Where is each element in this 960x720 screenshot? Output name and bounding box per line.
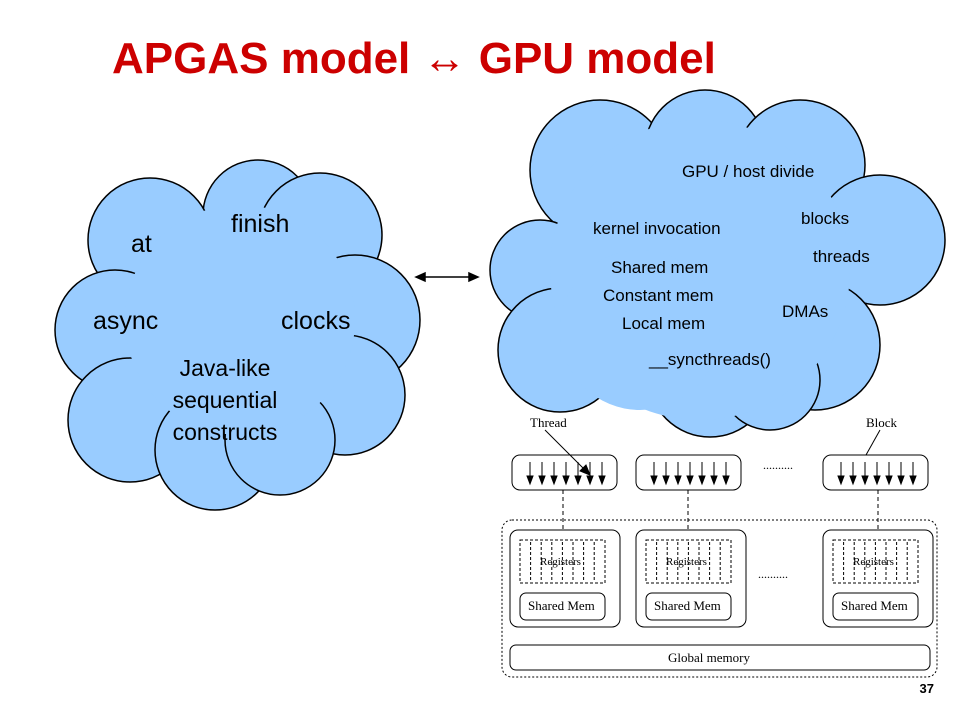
global-memory-label: Global memory bbox=[668, 650, 750, 665]
diagram-dots-mid: .......... bbox=[758, 567, 788, 581]
left-cloud bbox=[54, 159, 421, 511]
label-gpu-host-divide: GPU / host divide bbox=[682, 162, 815, 181]
thread-arrow-head bbox=[710, 475, 718, 486]
thread-arrow-head bbox=[837, 475, 845, 486]
label-threads: threads bbox=[813, 247, 870, 266]
thread-arrow-head bbox=[674, 475, 682, 486]
thread-arrow-head bbox=[873, 475, 881, 486]
diagram-thread-label: Thread bbox=[530, 415, 567, 430]
label-kernel-invocation: kernel invocation bbox=[593, 219, 721, 238]
thread-arrow-head bbox=[538, 475, 546, 486]
label-shared-mem: Shared mem bbox=[611, 258, 709, 277]
registers-label-1: Registers bbox=[540, 556, 581, 568]
shared-mem-label-3: Shared Mem bbox=[841, 598, 908, 613]
thread-arrow-head bbox=[526, 475, 534, 486]
thread-arrow-head bbox=[662, 475, 670, 486]
thread-arrow-head bbox=[909, 475, 917, 486]
label-dmas: DMAs bbox=[782, 302, 829, 321]
thread-arrow-head bbox=[586, 475, 594, 486]
label-constant-mem: Constant mem bbox=[603, 286, 714, 305]
thread-arrow-head bbox=[861, 475, 869, 486]
thread-arrow-head bbox=[574, 475, 582, 486]
right-cloud bbox=[489, 89, 946, 438]
label-clocks: clocks bbox=[281, 307, 351, 335]
registers-label-3: Registers bbox=[853, 556, 894, 568]
bidirectional-arrow bbox=[414, 271, 480, 283]
diagram-block-label: Block bbox=[866, 415, 898, 430]
page-number: 37 bbox=[919, 681, 934, 696]
thread-arrow-head bbox=[650, 475, 658, 486]
page-title: APGAS model ↔ GPU model bbox=[112, 34, 716, 83]
gpu-block-diagram bbox=[501, 429, 938, 678]
registers-label-2: Registers bbox=[666, 556, 707, 568]
thread-arrow-head bbox=[550, 475, 558, 486]
thread-arrow-head bbox=[722, 475, 730, 486]
shared-mem-label-1: Shared Mem bbox=[528, 598, 595, 613]
thread-arrow-head bbox=[885, 475, 893, 486]
diagram-dots-top: .......... bbox=[763, 458, 793, 472]
thread-arrow-head bbox=[849, 475, 857, 486]
thread-arrow-head bbox=[598, 475, 606, 486]
label-async: async bbox=[93, 307, 159, 335]
thread-arrow-head bbox=[686, 475, 694, 486]
shared-mem-label-2: Shared Mem bbox=[654, 598, 721, 613]
label-blocks: blocks bbox=[801, 209, 850, 228]
label-local-mem: Local mem bbox=[622, 314, 706, 333]
label-finish: finish bbox=[231, 210, 290, 238]
label-at: at bbox=[131, 230, 152, 258]
label-syncthreads: __syncthreads() bbox=[649, 350, 771, 369]
thread-arrow-head bbox=[698, 475, 706, 486]
thread-arrow-head bbox=[562, 475, 570, 486]
thread-arrow-head bbox=[897, 475, 905, 486]
thread-arrows bbox=[526, 462, 917, 581]
label-java-like: Java-like sequential constructs bbox=[172, 355, 278, 445]
